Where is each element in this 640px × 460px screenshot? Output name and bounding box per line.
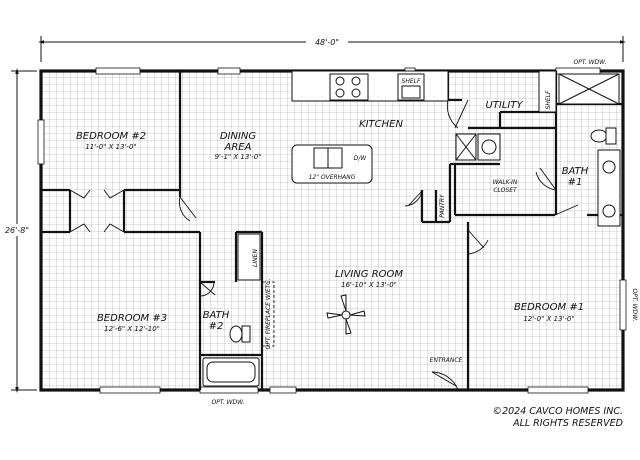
opt-window-label-top: OPT. WDW. — [573, 59, 606, 66]
utility-fixtures — [455, 70, 557, 161]
room-label-bedroom1: BEDROOM #1 — [514, 302, 584, 313]
room-label-pantry: PANTRY — [439, 193, 446, 218]
depth-dimension: 26'-8" — [4, 68, 37, 393]
opt-window-label-right: OPT. WDW. — [631, 288, 638, 321]
room-dims-bedroom1: 12'-0" X 13'-0" — [523, 315, 574, 323]
ceiling-fan-icon — [326, 294, 366, 335]
room-dims-dining: 9'-1" X 13'-0" — [215, 153, 262, 161]
room-label-walkin-1: WALK-IN — [493, 179, 518, 186]
room-label-bath2-2: #2 — [209, 321, 224, 332]
shelf-label-kitchen: SHELF — [402, 78, 421, 85]
room-label-bedroom3: BEDROOM #3 — [97, 313, 167, 324]
interior-walls — [41, 71, 623, 390]
fireplace-outline — [261, 281, 275, 347]
copyright-line-1: ©2024 CAVCO HOMES INC. — [493, 406, 623, 417]
width-dimension: 48'-0" — [38, 36, 626, 62]
room-label-bedroom2: BEDROOM #2 — [76, 131, 146, 142]
room-label-bath1-2: #1 — [568, 177, 583, 188]
opt-window-label-bottom: OPT. WDW. — [211, 399, 244, 406]
bath1-fixtures — [558, 73, 621, 227]
door-swings — [69, 99, 579, 391]
dishwasher-label: D/W — [354, 155, 368, 162]
room-label-dining-1: DINING — [220, 131, 257, 142]
kitchen-counter — [291, 70, 449, 102]
utility-shelf-label: SHELF — [545, 90, 552, 109]
entrance-label: ENTRANCE — [430, 357, 463, 364]
room-label-walkin-2: CLOSET — [493, 187, 518, 194]
room-label-bath1-1: BATH — [562, 166, 589, 177]
copyright-line-2: ALL RIGHTS RESERVED — [512, 418, 623, 429]
bath2-fixtures — [202, 233, 261, 387]
fireplace-label: OPT. FIREPLACE W/ETC. — [265, 279, 272, 350]
linen-label: LINEN — [252, 249, 259, 267]
room-label-kitchen: KITCHEN — [359, 119, 403, 130]
room-label-bath2-1: BATH — [203, 310, 230, 321]
windows — [37, 67, 627, 394]
room-dims-bedroom2: 11'-0" X 13'-0" — [85, 143, 136, 151]
room-label-dining-2: AREA — [224, 142, 252, 153]
room-dims-living: 16'-10" X 13'-0" — [341, 281, 397, 289]
room-label-utility: UTILITY — [485, 100, 523, 111]
room-dims-bedroom3: 12'-6" X 12'-10" — [104, 325, 160, 333]
floor-grid — [41, 71, 623, 390]
room-label-living: LIVING ROOM — [335, 269, 403, 280]
width-dimension-label: 48'-0" — [315, 38, 339, 47]
depth-dimension-label: 26'-8" — [5, 226, 29, 235]
overhang-label: 12" OVERHANG — [309, 174, 356, 181]
kitchen-island: D/W 12" OVERHANG — [291, 144, 373, 184]
